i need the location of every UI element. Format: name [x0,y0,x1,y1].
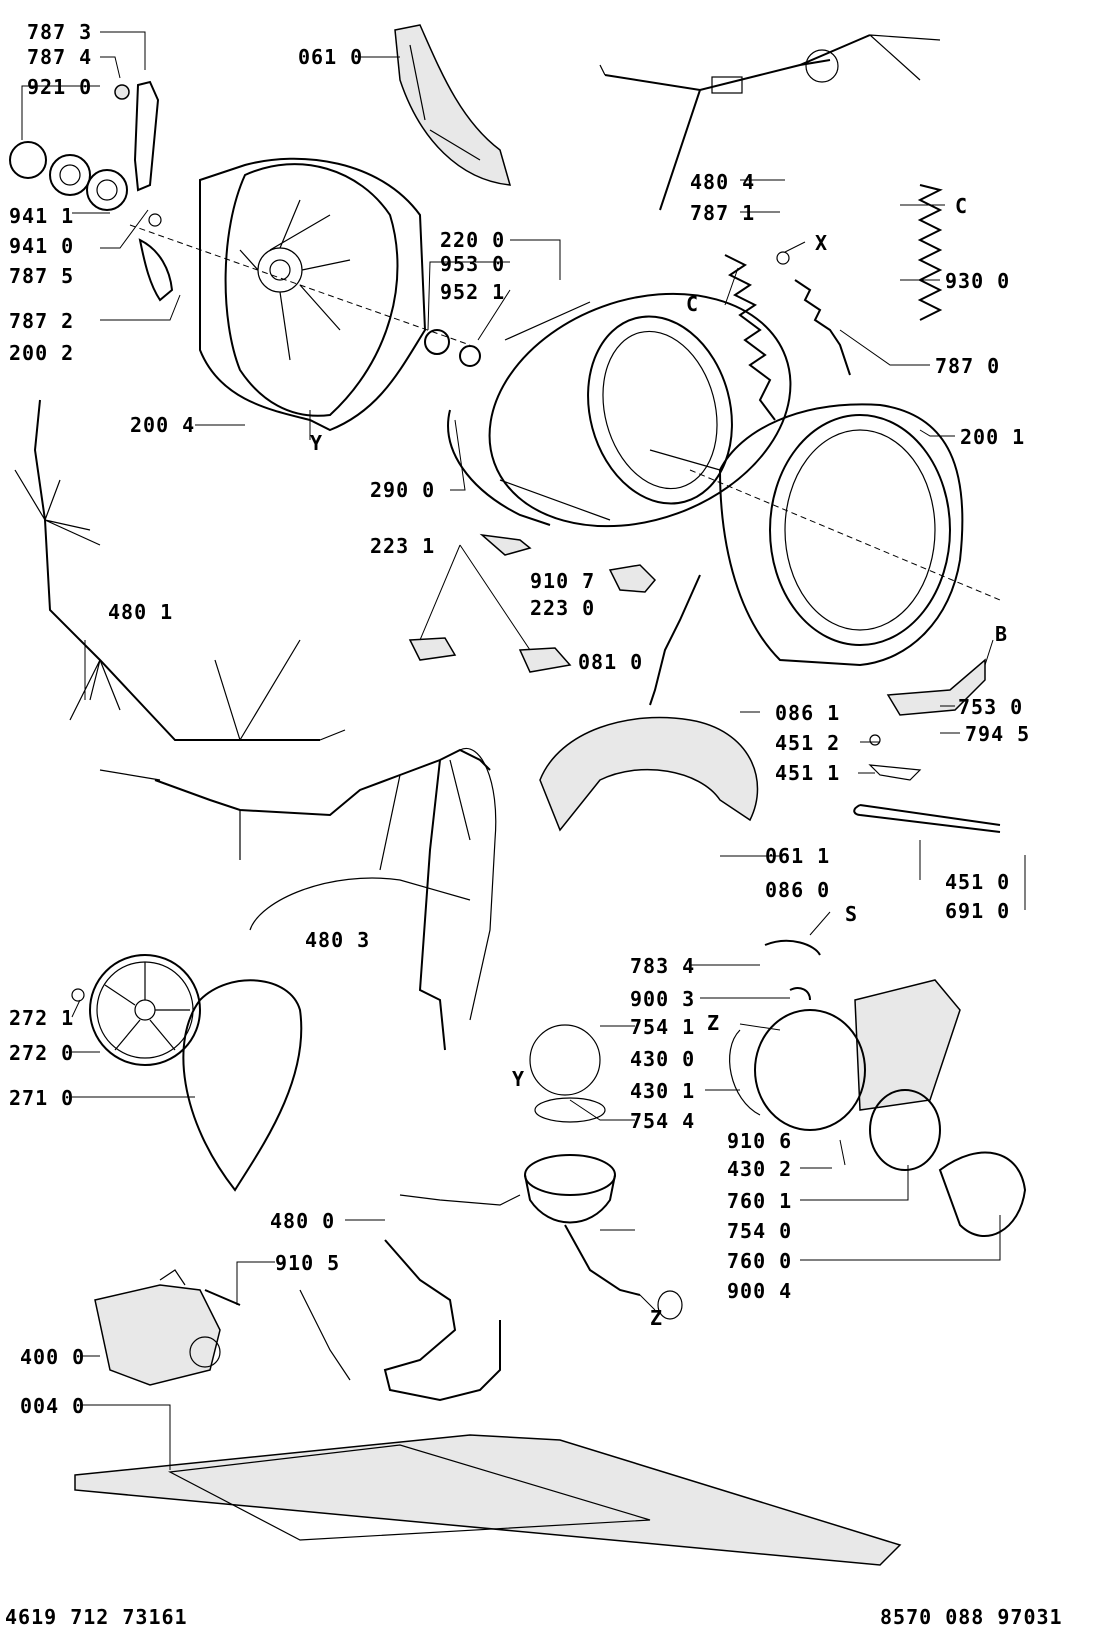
door-lock-drawing [886,658,986,716]
label-290-0: 290 0 [370,478,436,502]
sump-drawing [524,1154,683,1320]
base-drawing [74,1434,902,1566]
label-271-0: 271 0 [9,1086,75,1110]
label-941-1: 941 1 [9,204,75,228]
label-x: X [815,231,829,255]
counterweight-drawing [394,24,512,186]
label-930-0: 930 0 [945,269,1011,293]
label-787-4: 787 4 [27,45,93,69]
label-272-1: 272 1 [9,1006,75,1030]
label-451-2: 451 2 [775,731,841,755]
label-754-1: 754 1 [630,1015,696,1039]
label-787-0: 787 0 [935,354,1001,378]
label-952-1: 952 1 [440,280,506,304]
label-s: S [845,902,859,926]
label-200-2: 200 2 [9,341,75,365]
label-220-0: 220 0 [440,228,506,252]
bearings-drawing [9,80,481,367]
label-754-4: 754 4 [630,1109,696,1133]
label-086-0: 086 0 [765,878,831,902]
label-451-1: 451 1 [775,761,841,785]
springs-drawing [724,184,943,421]
label-081-0: 081 0 [578,650,644,674]
label-c-hose: C [686,292,700,316]
motor-drawing [94,1269,241,1386]
label-941-0: 941 0 [9,234,75,258]
label-480-1: 480 1 [108,600,174,624]
label-y-lower: Y [512,1067,526,1091]
label-910-6: 910 6 [727,1129,793,1153]
label-760-1: 760 1 [727,1189,793,1213]
front-counterweight-drawing [539,716,759,832]
label-787-2: 787 2 [9,309,75,333]
rear-tub-drawing [129,157,471,432]
label-272-0: 272 0 [9,1041,75,1065]
label-787-5: 787 5 [9,264,75,288]
label-910-5: 910 5 [275,1251,341,1275]
pulley-drawing [71,954,201,1066]
label-480-0: 480 0 [270,1209,336,1233]
damper-drawing [649,574,701,706]
label-430-2: 430 2 [727,1157,793,1181]
label-953-0: 953 0 [440,252,506,276]
harness-lower-drawing [299,1194,521,1402]
label-223-1: 223 1 [370,534,436,558]
label-004-0: 004 0 [20,1394,86,1418]
label-061-0: 061 0 [298,45,364,69]
harness-left-drawing [14,399,346,741]
label-430-1: 430 1 [630,1079,696,1103]
harness-top-drawing [599,34,941,211]
label-754-0: 754 0 [727,1219,793,1243]
label-691-0: 691 0 [945,899,1011,923]
label-z-sump: Z [650,1306,664,1330]
label-200-1: 200 1 [960,425,1026,449]
harness-main-drawing [99,747,497,1051]
label-c-spring: C [955,194,969,218]
small-parts-drawing [408,533,657,673]
belt-drawing [182,979,303,1192]
heater-drawing [447,409,551,526]
label-200-4: 200 4 [130,413,196,437]
label-794-5: 794 5 [965,722,1031,746]
drum-drawing [488,292,792,528]
front-tub-drawing [689,403,1001,667]
label-910-7: 910 7 [530,569,596,593]
pump-drawing [529,939,1027,1237]
label-787-3: 787 3 [27,20,93,44]
label-z-pump: Z [707,1011,721,1035]
label-223-0: 223 0 [530,596,596,620]
label-061-1: 061 1 [765,844,831,868]
heating-element-drawing [853,734,1001,833]
label-y-top: Y [310,431,324,455]
label-760-0: 760 0 [727,1249,793,1273]
label-783-4: 783 4 [630,954,696,978]
label-787-1: 787 1 [690,201,756,225]
label-b: B [995,622,1009,646]
label-086-1: 086 1 [775,701,841,725]
label-400-0: 400 0 [20,1345,86,1369]
label-753-0: 753 0 [958,695,1024,719]
document-number-left: 4619 712 73161 [5,1605,188,1629]
label-900-3: 900 3 [630,987,696,1011]
label-451-0: 451 0 [945,870,1011,894]
label-480-4: 480 4 [690,170,756,194]
document-number-right: 8570 088 97031 [880,1605,1063,1629]
label-430-0: 430 0 [630,1047,696,1071]
label-900-4: 900 4 [727,1279,793,1303]
label-480-3: 480 3 [305,928,371,952]
label-921-0: 921 0 [27,75,93,99]
leader-lines [21,31,1026,1470]
